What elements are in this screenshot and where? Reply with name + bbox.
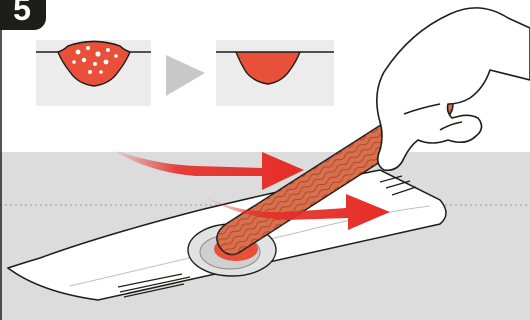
hand-icon: [377, 8, 530, 170]
step-number-badge: 5: [0, 0, 46, 30]
triangle-arrow-icon: [166, 55, 205, 96]
before-panel: [36, 40, 151, 106]
after-panel: [216, 40, 334, 106]
